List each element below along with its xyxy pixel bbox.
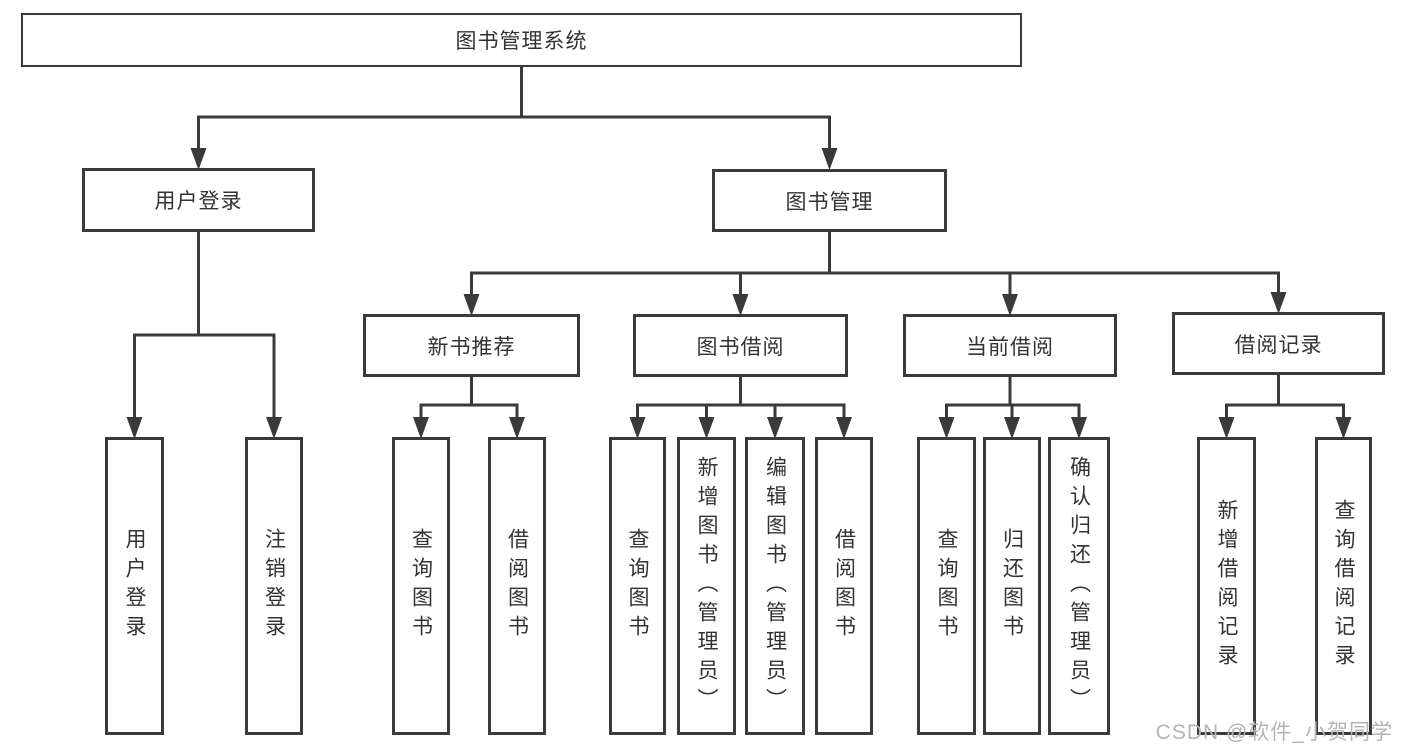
node-user-login-label: 用户登录 <box>154 190 243 213</box>
node-new-book-recommendation: 新书推荐 <box>363 314 580 377</box>
node-user-login: 用户登录 <box>82 168 315 232</box>
leaf-confirm-return-admin: 确认归还（管理员） <box>1048 437 1110 735</box>
leaf-query-books-recommend-label: 查询图书 <box>409 528 433 644</box>
arrowhead <box>938 417 955 439</box>
connector-bookborrow-subtree <box>636 377 846 422</box>
arrowhead <box>509 417 525 439</box>
node-current-borrowing-label: 当前借阅 <box>966 335 1054 359</box>
arrowhead <box>463 294 480 316</box>
leaf-query-books-current-label: 查询图书 <box>935 528 958 644</box>
connector-bookmgmt-to-level3 <box>470 232 1280 299</box>
leaf-borrow-books-label: 借阅图书 <box>832 528 856 644</box>
arrowhead <box>1004 417 1020 439</box>
arrowhead <box>1270 292 1287 314</box>
leaf-user-login-label: 用户登录 <box>123 528 146 644</box>
leaf-borrow-books-recommend-label: 借阅图书 <box>505 528 529 644</box>
arrowhead <box>1218 417 1235 439</box>
leaf-add-books-admin: 新增图书（管理员） <box>677 437 736 735</box>
arrowhead-group <box>126 148 1352 439</box>
leaf-query-books-recommend: 查询图书 <box>392 437 450 735</box>
arrowhead <box>1071 417 1087 439</box>
leaf-logout-label: 注销登录 <box>262 528 286 644</box>
connector-root-to-level2 <box>197 67 831 153</box>
node-borrowing-records-label: 借阅记录 <box>1234 333 1323 357</box>
leaf-edit-books-admin-label: 编辑图书（管理员） <box>763 455 787 717</box>
arrowhead <box>821 148 838 170</box>
leaf-confirm-return-admin-label: 确认归还（管理员） <box>1067 455 1091 717</box>
leaf-edit-books-admin: 编辑图书（管理员） <box>745 437 805 735</box>
arrowhead <box>413 417 429 439</box>
arrowhead <box>767 417 783 439</box>
arrowhead <box>266 417 282 439</box>
node-current-borrowing: 当前借阅 <box>903 314 1117 377</box>
arrowhead <box>1002 294 1018 316</box>
leaf-query-borrow-record-label: 查询借阅记录 <box>1332 499 1355 673</box>
node-new-book-recommendation-label: 新书推荐 <box>427 335 516 359</box>
node-borrowing-records: 借阅记录 <box>1172 312 1385 375</box>
leaf-return-books: 归还图书 <box>983 437 1041 735</box>
node-root: 图书管理系统 <box>21 13 1022 67</box>
leaf-borrow-books-recommend: 借阅图书 <box>488 437 546 735</box>
arrowhead <box>698 417 715 439</box>
arrowhead <box>836 417 852 439</box>
node-book-borrowing-label: 图书借阅 <box>696 335 785 359</box>
arrowhead <box>190 148 207 170</box>
node-book-management: 图书管理 <box>712 169 947 232</box>
leaf-add-books-admin-label: 新增图书（管理员） <box>695 455 718 717</box>
node-book-borrowing: 图书借阅 <box>633 314 848 377</box>
arrowhead <box>1335 417 1352 439</box>
arrowhead <box>629 417 646 439</box>
leaf-query-books-borrow: 查询图书 <box>609 437 666 735</box>
leaf-query-books-current: 查询图书 <box>917 437 976 735</box>
arrowhead <box>732 294 749 316</box>
arrowhead <box>126 417 143 439</box>
csdn-watermark: CSDN @软件_小贺同学 <box>1155 721 1393 744</box>
leaf-user-login: 用户登录 <box>105 437 164 735</box>
leaf-query-borrow-record: 查询借阅记录 <box>1315 437 1372 735</box>
leaf-return-books-label: 归还图书 <box>1000 528 1024 644</box>
leaf-add-borrow-record-label: 新增借阅记录 <box>1215 499 1238 673</box>
connector-currentborrow-subtree <box>945 377 1081 422</box>
connector-userlogin-subtree <box>133 232 276 422</box>
leaf-borrow-books: 借阅图书 <box>815 437 873 735</box>
node-root-label: 图书管理系统 <box>455 30 588 53</box>
leaf-logout: 注销登录 <box>245 437 303 735</box>
node-book-management-label: 图书管理 <box>785 190 874 214</box>
connector-newbookrec-subtree <box>419 377 519 422</box>
leaf-query-books-borrow-label: 查询图书 <box>626 528 649 644</box>
connector-borrowrecords-subtree <box>1225 375 1345 422</box>
leaf-add-borrow-record: 新增借阅记录 <box>1197 437 1256 735</box>
